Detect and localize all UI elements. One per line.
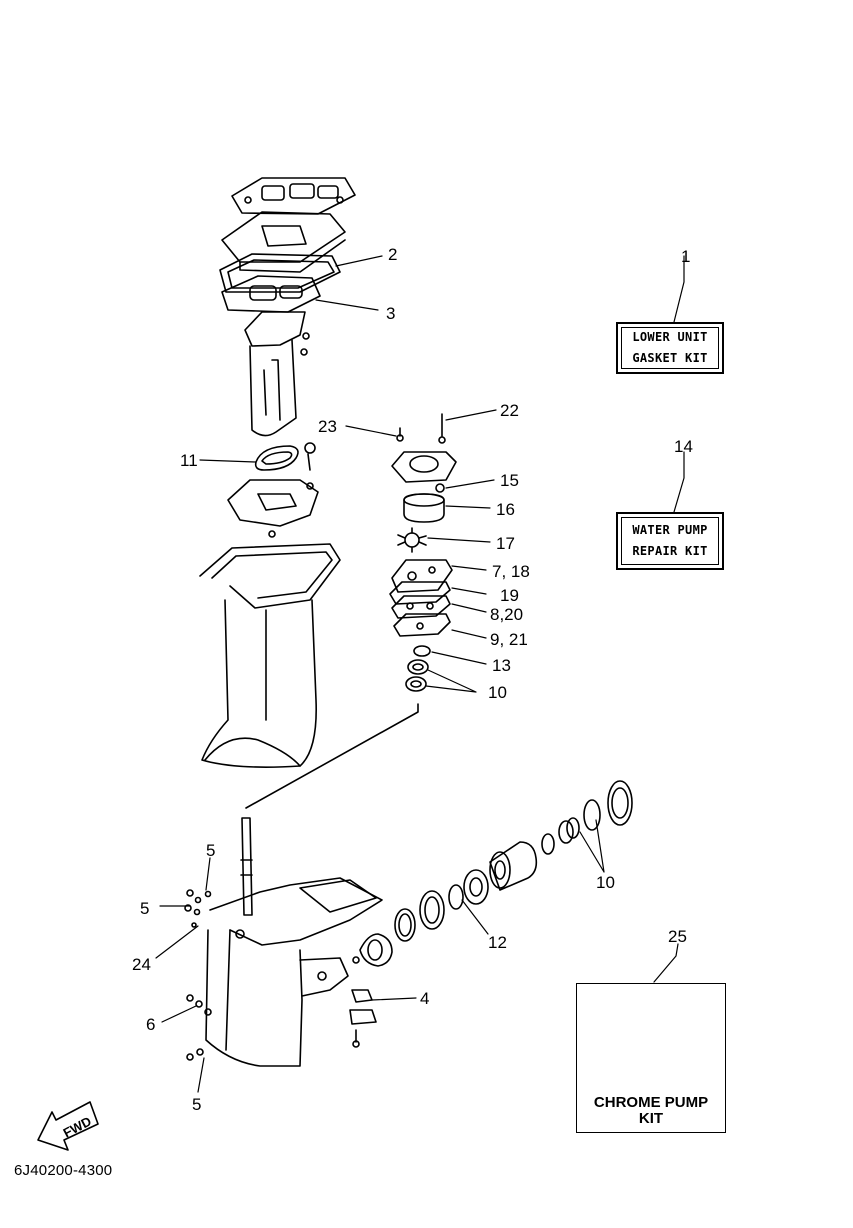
callout-11: 11 — [180, 451, 198, 470]
side-clamp-4 — [317, 971, 377, 1048]
callout-13: 13 — [492, 656, 511, 675]
gasket-3 — [221, 275, 321, 313]
callout-23: 23 — [318, 417, 337, 436]
water-pump-repair-kit-box: WATER PUMP REPAIR KIT — [616, 512, 724, 570]
plate-7-18 — [391, 559, 453, 593]
callout-10-upper: 10 — [488, 683, 507, 702]
callout-15: 15 — [500, 471, 519, 490]
callout-17: 17 — [496, 534, 515, 553]
callout-12: 12 — [488, 933, 507, 952]
callout-7-18: 7, 18 — [492, 562, 530, 581]
upper-casing — [199, 530, 341, 768]
lower-unit-gasket-kit-label: LOWER UNIT GASKET KIT — [621, 327, 719, 369]
adapter-plate — [221, 211, 346, 273]
chrome-pump-kit-line-1: CHROME PUMP — [593, 1094, 709, 1111]
grease-plugs-5-6 — [184, 889, 212, 1061]
drive-shaft — [240, 817, 253, 916]
callout-14: 14 — [674, 437, 693, 456]
callout-10-lower: 10 — [596, 873, 615, 892]
bearing-housing-row — [352, 780, 633, 967]
fwd-arrow-icon — [37, 1101, 99, 1151]
callout-16: 16 — [496, 500, 515, 519]
kit-14-line-2: REPAIR KIT — [632, 544, 708, 558]
callout-25: 25 — [668, 927, 687, 946]
callout-19: 19 — [500, 586, 519, 605]
callout-3: 3 — [386, 304, 395, 323]
callout-5-mid: 5 — [140, 899, 149, 918]
kit-14-line-1: WATER PUMP — [632, 523, 708, 537]
water-pump-repair-kit-label: WATER PUMP REPAIR KIT — [621, 517, 719, 565]
fwd-label: FWD — [61, 1113, 94, 1140]
seals-10-upper — [405, 659, 429, 692]
document-code: 6J40200-4300 — [14, 1162, 113, 1179]
insert-cartridge-16 — [403, 493, 445, 523]
kit-1-line-1: LOWER UNIT — [632, 330, 708, 344]
plate-9-21 — [393, 613, 451, 637]
kit-1-line-2: GASKET KIT — [632, 351, 708, 365]
callout-8-20: 8,20 — [490, 605, 523, 624]
callout-6: 6 — [146, 1015, 155, 1034]
seal-ring-11 — [254, 445, 299, 471]
lower-casing — [204, 877, 383, 1067]
gasket-8-20 — [391, 595, 451, 619]
callout-24: 24 — [132, 955, 151, 974]
impeller-17 — [397, 527, 427, 553]
callout-1: 1 — [681, 247, 690, 266]
callout-22: 22 — [500, 401, 519, 420]
lower-unit-gasket-kit-box: LOWER UNIT GASKET KIT — [616, 322, 724, 374]
pump-housing-15 — [391, 413, 457, 493]
mount-bracket — [227, 442, 319, 527]
exhaust-guide — [244, 311, 310, 437]
callout-5-bottom: 5 — [192, 1095, 201, 1114]
chrome-pump-kit-box: CHROME PUMP KIT — [576, 983, 726, 1133]
leader-lines — [155, 255, 685, 1093]
callout-4: 4 — [420, 989, 429, 1008]
callout-2: 2 — [388, 245, 397, 264]
o-ring-13 — [413, 645, 431, 657]
callout-9-21: 9, 21 — [490, 630, 528, 649]
drive-shaft-guide-line — [245, 703, 419, 809]
callout-5-top: 5 — [206, 841, 215, 860]
top-gasket — [231, 177, 356, 215]
chrome-pump-kit-line-2: KIT — [638, 1110, 664, 1127]
